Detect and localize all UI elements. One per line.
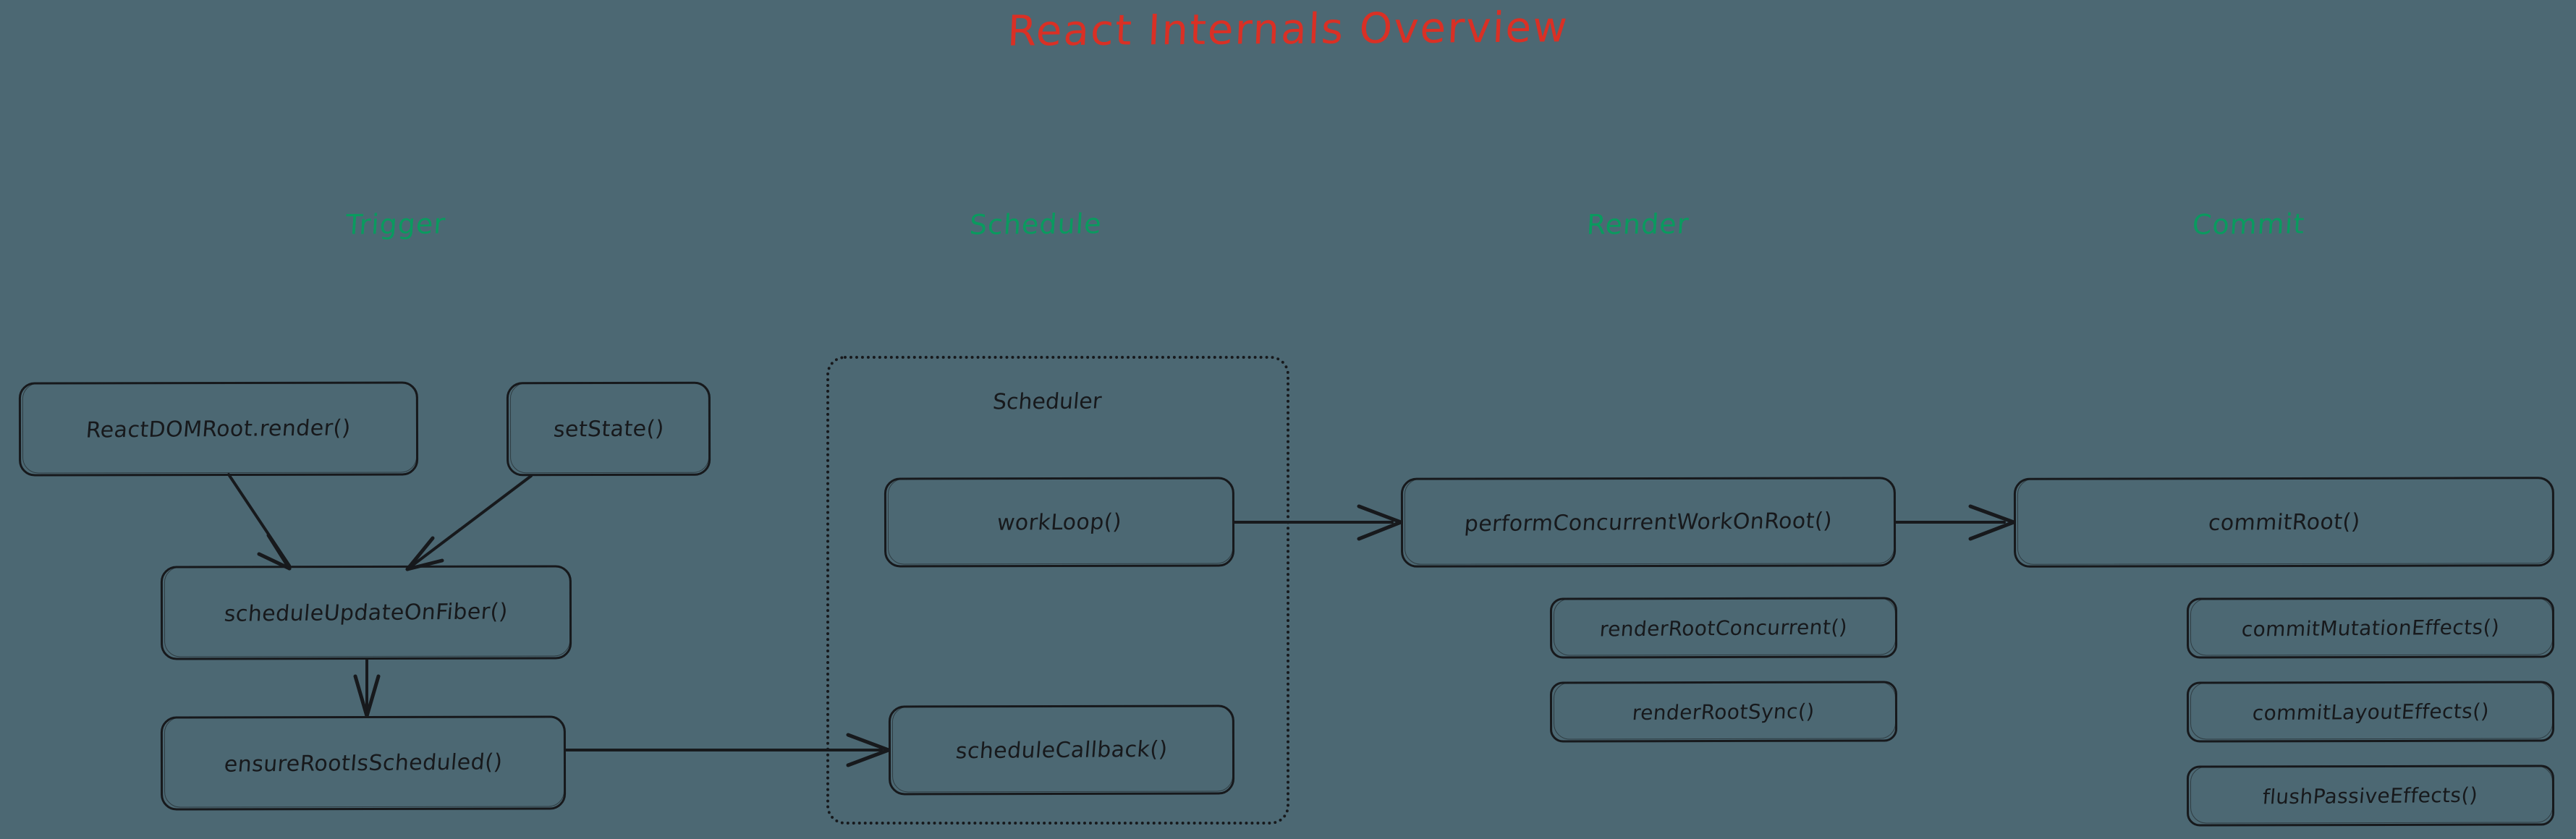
node-label: scheduleUpdateOnFiber() — [223, 598, 509, 627]
node-label: commitRoot() — [2207, 508, 2361, 536]
node-label: commitMutationEffects() — [2240, 614, 2501, 642]
lane-header-render: Render — [1585, 208, 1690, 241]
node-label: ReactDOMRoot.render() — [85, 414, 352, 443]
node-render-root-concurrent[interactable]: renderRootConcurrent() — [1549, 597, 1898, 659]
node-ensure-root-is-scheduled[interactable]: ensureRootIsScheduled() — [160, 715, 567, 811]
node-schedule-callback[interactable]: scheduleCallback() — [888, 704, 1235, 796]
node-label: ensureRootIsScheduled() — [223, 749, 504, 778]
node-label: flushPassiveEffects() — [2262, 783, 2479, 809]
edge-scheduleupdate-to-ensureroot — [353, 657, 381, 718]
node-schedule-update-on-fiber[interactable]: scheduleUpdateOnFiber() — [160, 565, 572, 660]
node-label: scheduleCallback() — [954, 736, 1169, 764]
node-label: setState() — [552, 415, 665, 443]
node-flush-passive-effects[interactable]: flushPassiveEffects() — [2186, 765, 2555, 827]
lane-header-commit: Commit — [2191, 208, 2306, 241]
node-react-dom-root-render[interactable]: ReactDOMRoot.render() — [18, 381, 419, 477]
node-commit-layout-effects[interactable]: commitLayoutEffects() — [2186, 681, 2555, 743]
node-label: commitLayoutEffects() — [2251, 699, 2490, 725]
node-perform-concurrent-work-on-root[interactable]: performConcurrentWorkOnRoot() — [1400, 477, 1897, 568]
edge-setstate-to-scheduleupdate — [405, 474, 533, 571]
node-label: renderRootSync() — [1631, 699, 1816, 725]
node-work-loop[interactable]: workLoop() — [884, 477, 1235, 568]
cluster-scheduler — [826, 356, 1289, 825]
cluster-scheduler-label: Scheduler — [991, 388, 1103, 415]
node-commit-mutation-effects[interactable]: commitMutationEffects() — [2186, 597, 2555, 659]
node-commit-root[interactable]: commitRoot() — [2013, 477, 2555, 568]
page-title: React Internals Overview — [1006, 2, 1570, 56]
node-render-root-sync[interactable]: renderRootSync() — [1549, 681, 1898, 743]
node-set-state[interactable]: setState() — [506, 381, 711, 477]
node-label: performConcurrentWorkOnRoot() — [1463, 508, 1834, 537]
edge-render-to-scheduleupdate — [227, 473, 292, 571]
lane-header-schedule: Schedule — [968, 208, 1103, 241]
node-label: renderRootConcurrent() — [1598, 614, 1849, 642]
lane-header-trigger: Trigger — [344, 208, 447, 241]
node-label: workLoop() — [996, 508, 1123, 536]
edge-performconcurrentwork-to-commitroot — [1894, 504, 2016, 541]
